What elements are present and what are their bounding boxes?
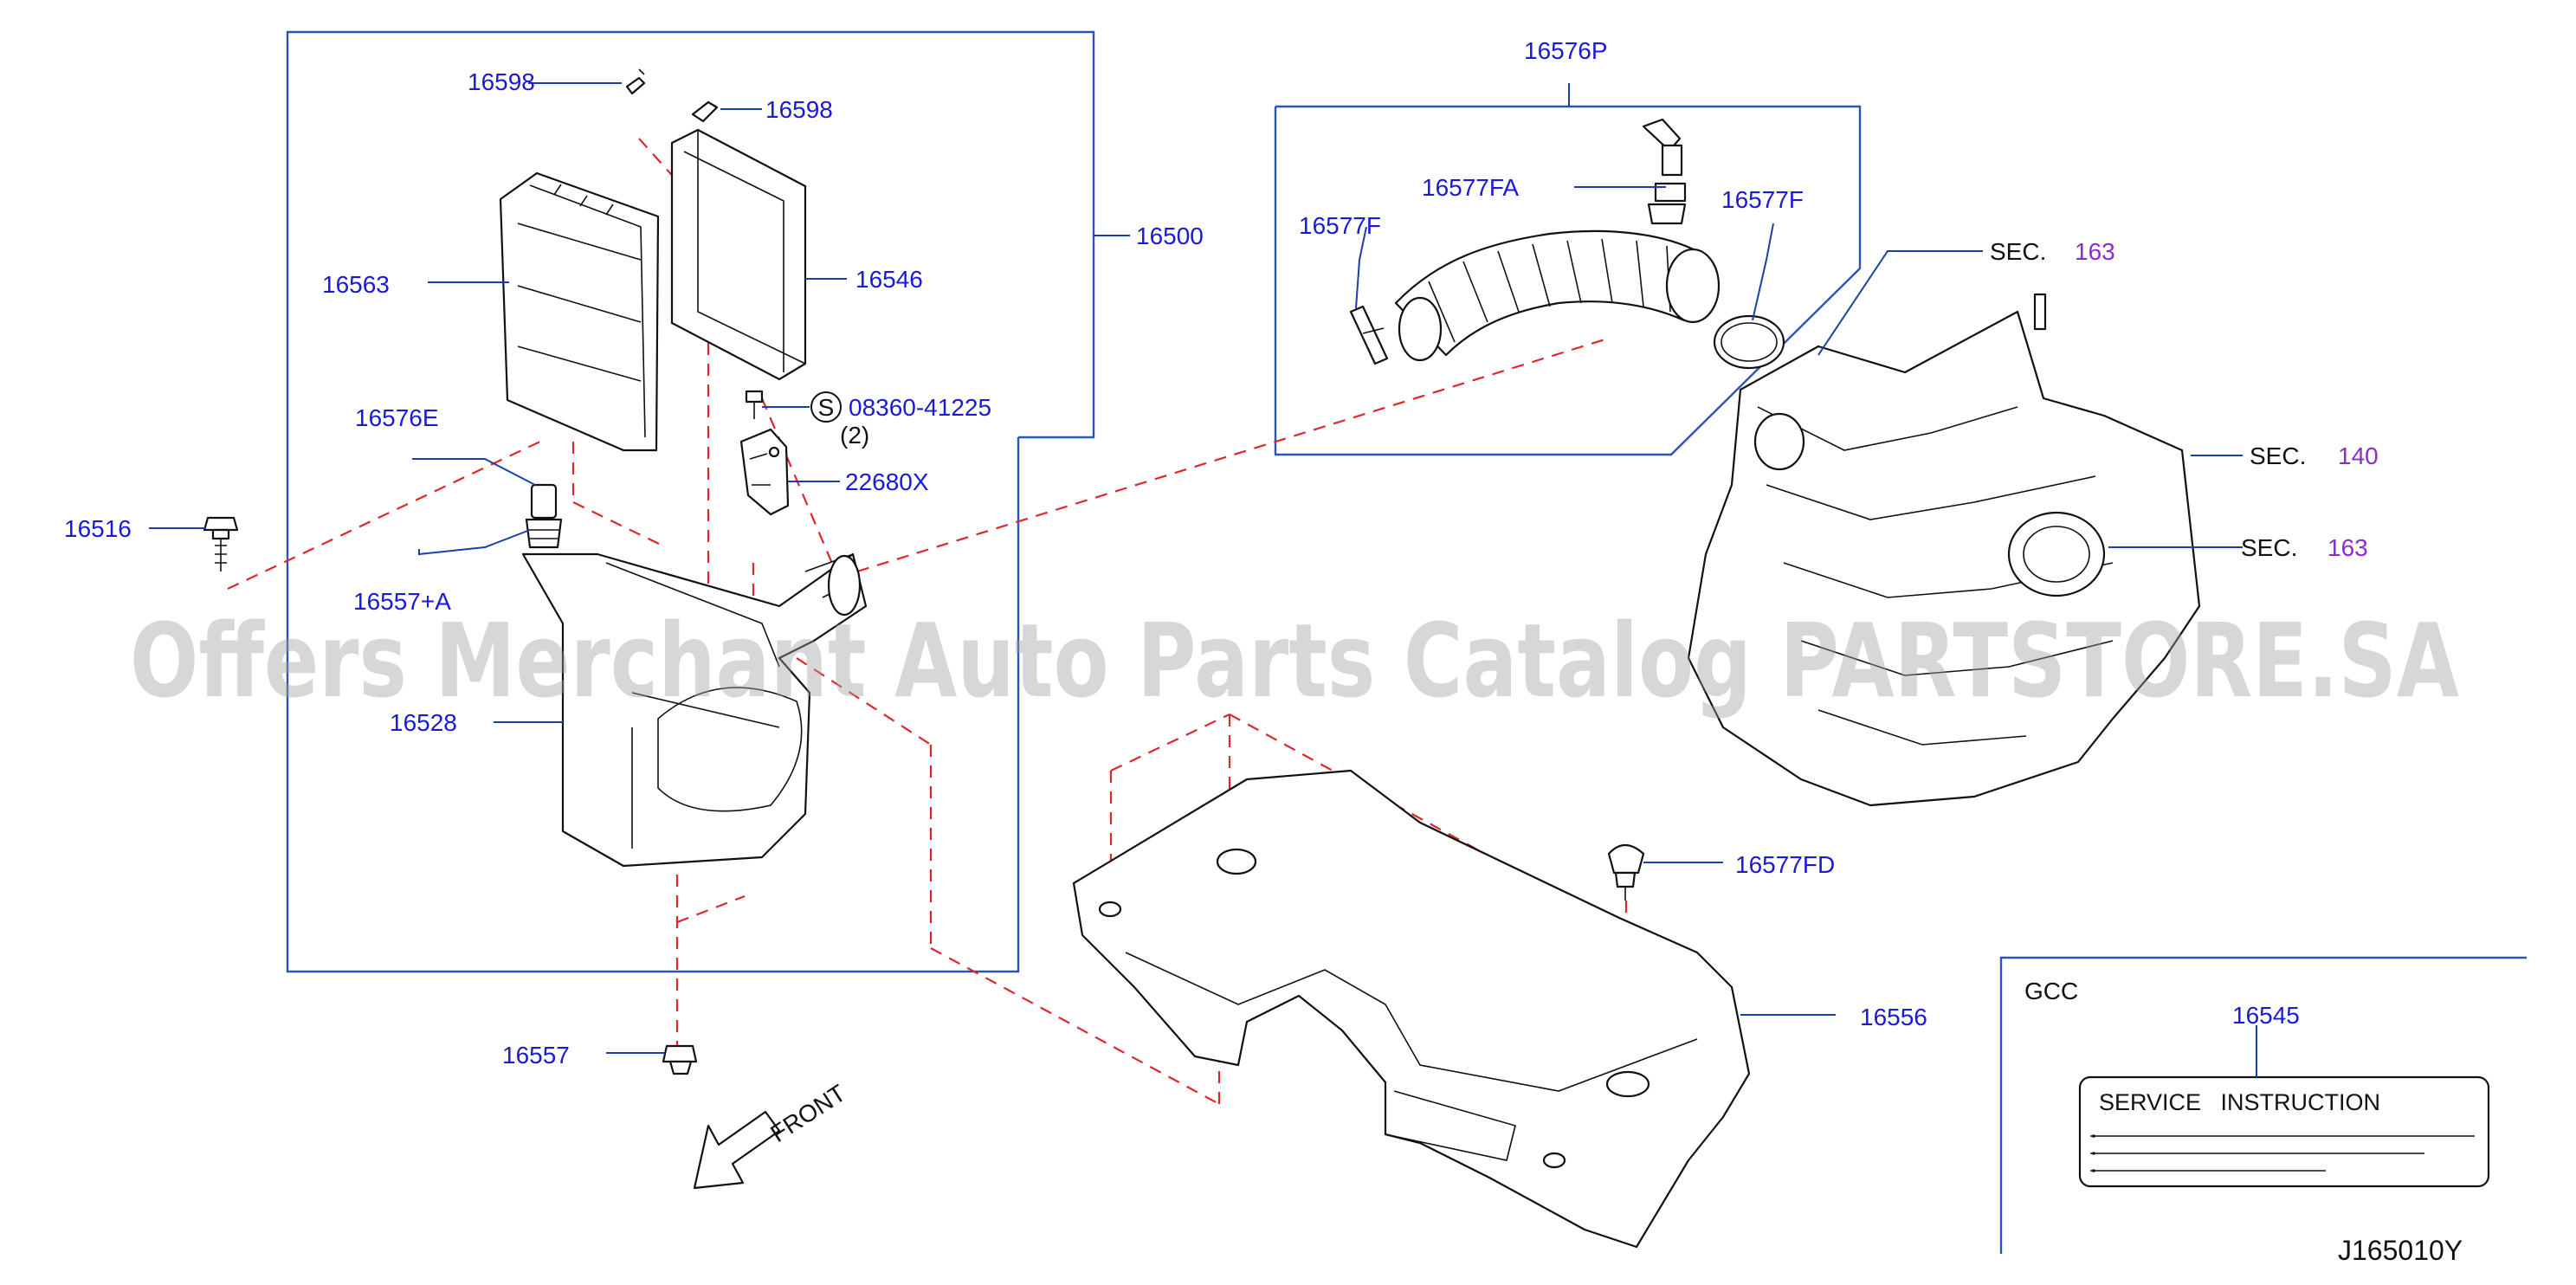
- callout-16598-upper: 16598: [468, 68, 535, 95]
- air-guide-cover-drawing: [1072, 769, 1751, 1249]
- callout-16576E: 16576E: [355, 404, 439, 431]
- callout-16556: 16556: [1860, 1004, 1927, 1030]
- section-ref-1-label: SEC.: [1990, 238, 2046, 265]
- callout-16577FA: 16577FA: [1422, 174, 1519, 201]
- front-direction-arrow-icon: [693, 1110, 781, 1190]
- hose-clamp-16577F-right-drawing: [1713, 314, 1785, 370]
- callout-16598-lower: 16598: [765, 96, 833, 123]
- callout-16500: 16500: [1136, 223, 1204, 249]
- bolt-08360-drawing: [745, 390, 764, 419]
- callout-16557: 16557: [502, 1042, 570, 1069]
- watermark-text: Offers Merchant Auto Parts Catalog PARTS…: [130, 601, 2459, 720]
- callout-16577F-right: 16577F: [1721, 186, 1804, 213]
- standard-part-symbol-letter: S: [818, 394, 835, 421]
- front-direction-label: FRONT: [765, 1080, 850, 1148]
- air-filter-element-drawing: [670, 128, 807, 381]
- callout-16546: 16546: [855, 266, 923, 293]
- callout-16577F-left: 16577F: [1299, 212, 1381, 239]
- grommet-16576E-drawing: [530, 483, 558, 520]
- service-instruction-label: [2078, 1075, 2490, 1188]
- service-instruction-title: SERVICE INSTRUCTION: [2099, 1089, 2380, 1115]
- gcc-region-label: GCC: [2024, 978, 2078, 1004]
- gcc-region-box: [1999, 956, 2527, 1254]
- section-ref-2-label: SEC.: [2250, 442, 2306, 469]
- hose-clamp-16577F-left-drawing: [1349, 305, 1389, 365]
- leader-lines: [149, 82, 2257, 1077]
- grommet-16577FD-drawing: [1607, 843, 1645, 901]
- grommet-16557-drawing: [662, 1044, 698, 1075]
- clip-16598-upper-drawing: [625, 68, 646, 95]
- callout-16576P: 16576P: [1524, 37, 1608, 64]
- diagram-code: J165010Y: [2338, 1235, 2463, 1266]
- callout-16577FD: 16577FD: [1735, 851, 1835, 878]
- intake-hose-drawing: [1394, 229, 1721, 362]
- intake-manifold-drawing: [1687, 293, 2201, 807]
- callout-16528: 16528: [390, 709, 457, 736]
- callout-16557A: 16557+A: [353, 588, 451, 615]
- callout-16516: 16516: [64, 515, 132, 542]
- air-cleaner-body-drawing: [521, 552, 868, 868]
- clip-16598-lower-drawing: [691, 100, 719, 123]
- callout-08360-quantity: (2): [840, 422, 869, 449]
- section-ref-1-number: 163: [2075, 238, 2115, 265]
- callout-16545: 16545: [2232, 1002, 2300, 1029]
- section-ref-3-label: SEC.: [2241, 534, 2297, 561]
- air-cleaner-cover-drawing: [499, 171, 660, 452]
- hose-fitting-16577FA-drawing: [1642, 118, 1687, 225]
- callout-08360-41225: 08360-41225: [849, 394, 991, 421]
- callout-22680X: 22680X: [845, 468, 929, 495]
- mass-airflow-sensor-drawing: [739, 428, 790, 516]
- section-ref-2-number: 140: [2338, 442, 2379, 469]
- grommet-16557A-drawing: [525, 518, 563, 549]
- main-assembly-frame: [286, 30, 1095, 973]
- standard-part-symbol: S: [810, 391, 842, 423]
- callout-16563: 16563: [322, 271, 390, 298]
- bolt-16516-drawing: [203, 516, 239, 571]
- section-ref-3-number: 163: [2327, 534, 2368, 561]
